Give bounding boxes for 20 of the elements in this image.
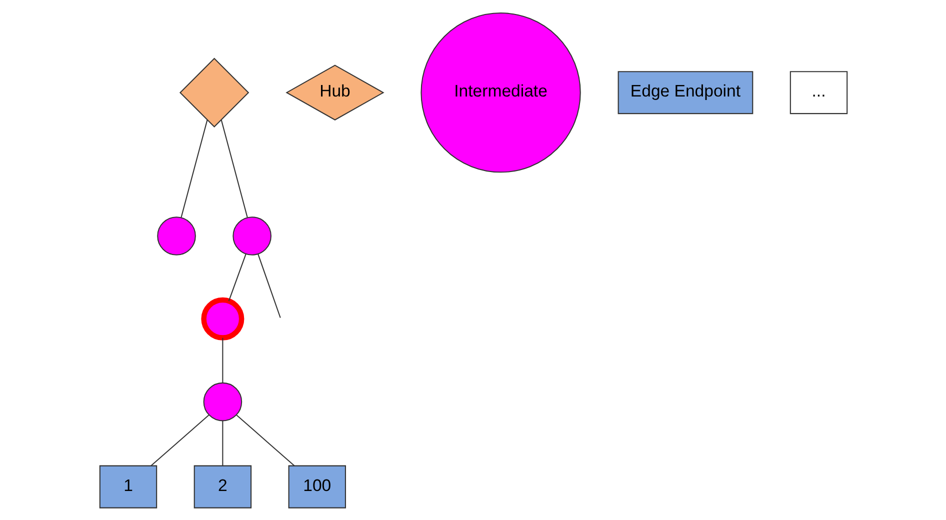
node-box: Edge Endpoint [617,70,753,114]
node-box: 2 [193,464,252,508]
connector [180,119,208,217]
node-circle [200,296,244,340]
node-diamond: Hub [285,64,384,120]
connector [220,119,248,217]
node-box: ... [789,70,848,114]
node-circle: Intermediate [420,12,580,172]
connector [257,254,280,318]
connector [222,420,223,466]
node-diamond [178,57,249,127]
node-circle [156,216,196,255]
node-circle [232,216,271,255]
node-box: 1 [98,464,157,508]
connector [228,254,246,301]
connector [236,414,294,466]
connector [222,337,223,382]
node-box: 100 [288,464,346,508]
node-circle [202,382,242,421]
connector [150,414,209,466]
